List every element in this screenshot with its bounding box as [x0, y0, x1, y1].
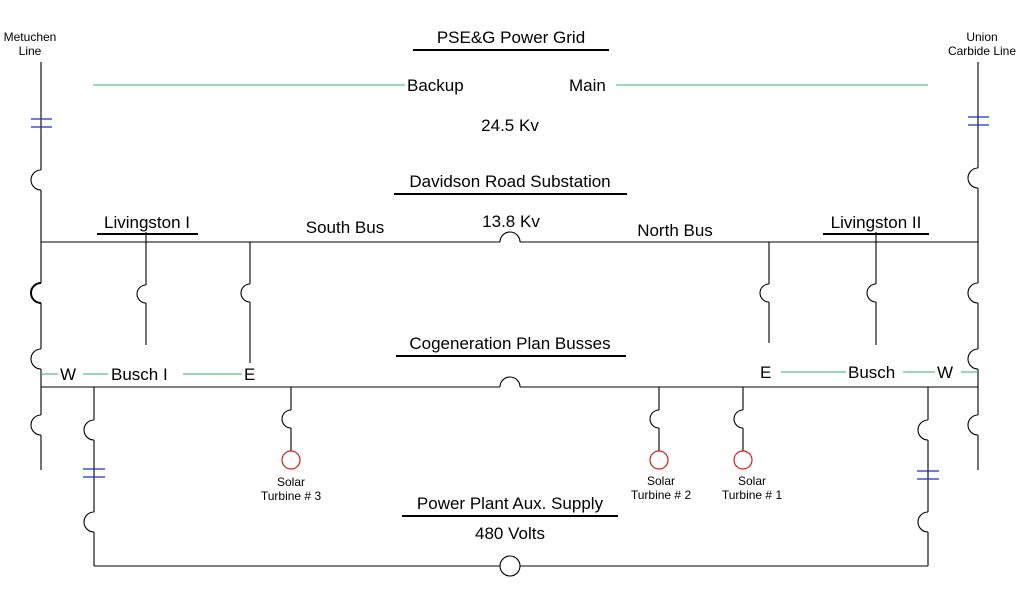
grid-voltage: 24.5 Kv	[481, 116, 539, 135]
turbine-2-icon	[649, 450, 669, 470]
bus-tie-switch	[499, 231, 521, 243]
busch-1-label: Busch I	[111, 365, 168, 384]
livingston-2-switch	[866, 283, 877, 303]
aux-left-switch-2	[83, 511, 95, 533]
aux-bus-tie-switch	[499, 555, 521, 577]
turbine-3-switch	[281, 409, 292, 429]
e-left-label: E	[244, 365, 255, 384]
cogeneration-title: Cogeneration Plan Busses	[409, 334, 610, 353]
aux-right-switch-1	[917, 419, 929, 441]
aux-left-switch-1	[83, 419, 95, 441]
turbine-3-label-2: Turbine # 3	[261, 489, 322, 503]
cogen-bus-tie-switch	[499, 376, 521, 388]
e-right-label: E	[760, 363, 771, 382]
right-line-label-2: Carbide Line	[948, 44, 1016, 58]
backup-label: Backup	[407, 76, 464, 95]
south-bus-label: South Bus	[306, 218, 384, 237]
south-e-switch	[240, 283, 251, 303]
left-switch-1	[30, 169, 42, 191]
w-right-label: W	[937, 363, 953, 382]
turbine-1-label: Solar	[738, 474, 766, 488]
left-switch-3	[30, 348, 42, 370]
livingston-2-label: Livingston II	[831, 213, 922, 232]
livingston-1-switch	[136, 284, 147, 304]
substation-voltage: 13.8 Kv	[482, 212, 540, 231]
right-switch-4	[967, 414, 979, 436]
left-line-label: Metuchen	[4, 30, 57, 44]
turbine-2-switch	[649, 409, 660, 429]
right-line-label: Union	[966, 30, 997, 44]
right-switch-3	[967, 348, 979, 370]
grid-title: PSE&G Power Grid	[437, 28, 585, 47]
left-switch-4	[30, 414, 42, 436]
north-e-switch	[759, 283, 770, 303]
substation-title: Davidson Road Substation	[409, 172, 610, 191]
turbine-1-icon	[733, 450, 753, 470]
turbine-2-label-2: Turbine # 2	[631, 488, 692, 502]
aux-supply-voltage: 480 Volts	[475, 524, 545, 543]
aux-right-switch-2	[917, 511, 929, 533]
turbine-3-icon	[281, 450, 301, 470]
left-switch-2	[30, 282, 42, 304]
w-left-label: W	[60, 365, 76, 384]
right-switch-2	[967, 282, 979, 304]
north-bus-label: North Bus	[637, 221, 713, 240]
left-line-label-2: Line	[19, 44, 42, 58]
main-label: Main	[569, 76, 606, 95]
livingston-1-label: Livingston I	[104, 213, 190, 232]
aux-supply-title: Power Plant Aux. Supply	[417, 494, 604, 513]
busch-label: Busch	[848, 363, 895, 382]
turbine-1-label-2: Turbine # 1	[722, 488, 783, 502]
turbine-2-label: Solar	[647, 474, 675, 488]
turbine-3-label: Solar	[277, 475, 305, 489]
right-switch-1	[967, 167, 979, 189]
turbine-1-switch	[733, 409, 744, 429]
